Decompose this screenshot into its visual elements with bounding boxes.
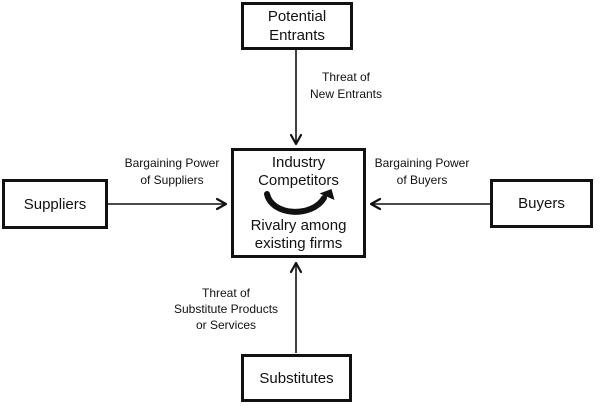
industry-competitors-label: Industry Competitors <box>258 153 339 189</box>
box-suppliers: Suppliers <box>2 179 108 229</box>
label-threat-new-entrants: Threat of New Entrants <box>309 70 383 101</box>
label-bargaining-power-buyers: Bargaining Power of Buyers <box>374 156 470 187</box>
box-potential-entrants: Potential Entrants <box>241 2 353 50</box>
rivalry-cycle-arrow-icon <box>263 188 334 215</box>
label-threat-substitutes: Threat of Substitute Products or Service… <box>173 286 279 332</box>
box-suppliers-label: Suppliers <box>23 195 87 213</box>
box-potential-entrants-label: Potential Entrants <box>267 8 327 44</box>
label-bargaining-power-suppliers: Bargaining Power of Suppliers <box>124 156 220 187</box>
box-buyers: Buyers <box>490 179 593 228</box>
box-industry-competitors: Industry Competitors Rivalry among exist… <box>231 148 366 258</box>
box-substitutes-label: Substitutes <box>259 369 334 387</box>
box-buyers-label: Buyers <box>518 195 565 212</box>
rivalry-label: Rivalry among existing firms <box>250 216 347 252</box>
box-substitutes: Substitutes <box>241 354 352 402</box>
